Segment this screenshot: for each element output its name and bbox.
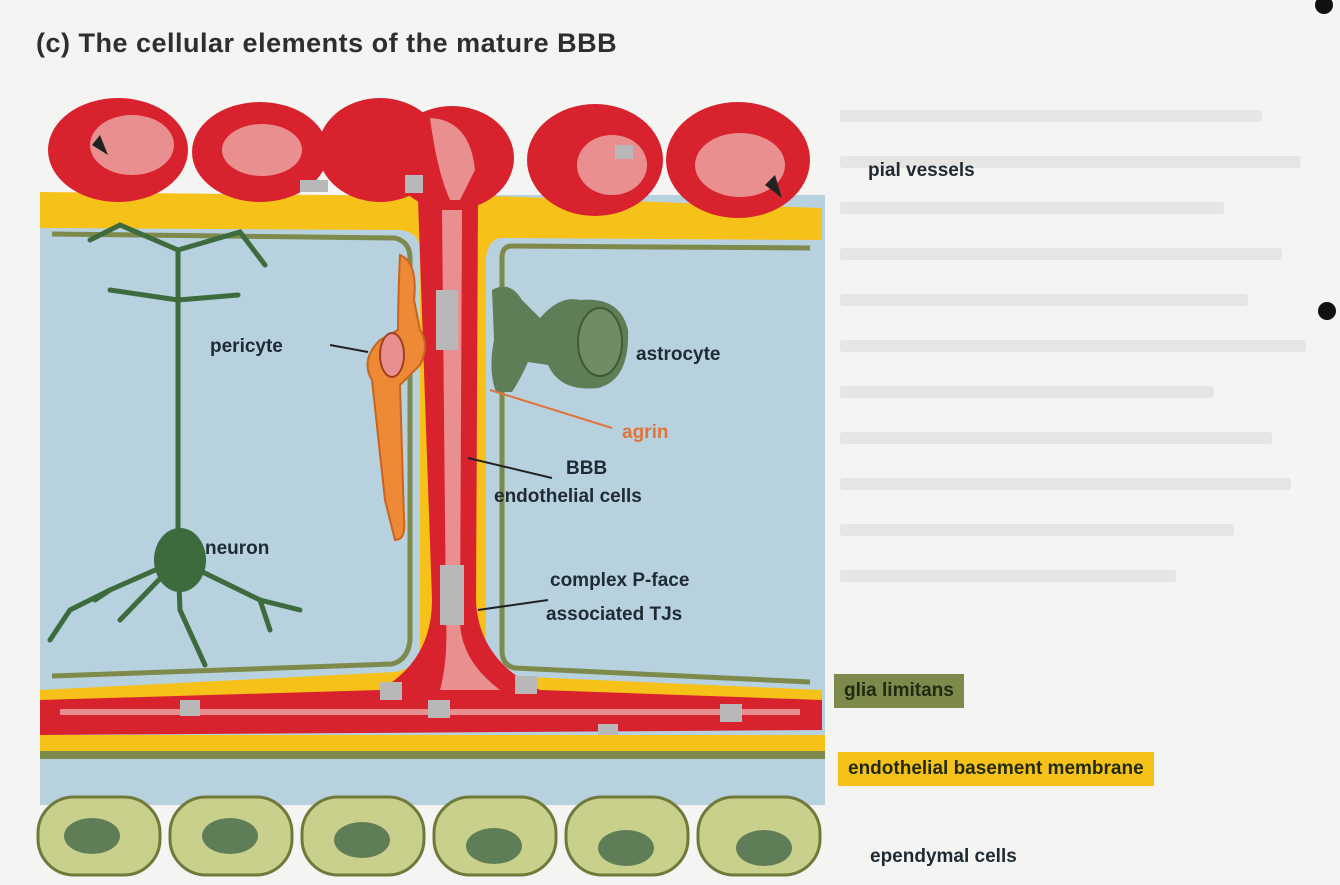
label-ependymal-cells: ependymal cells bbox=[870, 846, 1017, 868]
label-neuron: neuron bbox=[205, 538, 269, 560]
astrocyte-nucleus bbox=[578, 308, 622, 376]
legend-endothelial-basement-membrane: endothelial basement membrane bbox=[838, 752, 1154, 786]
legend-glia-limitans: glia limitans bbox=[834, 674, 964, 708]
ependymal-cells bbox=[38, 797, 820, 875]
label-tj-line1: complex P-face bbox=[550, 570, 689, 592]
neuron-soma bbox=[154, 528, 206, 592]
bottom-membrane-yellow bbox=[40, 735, 825, 751]
label-agrin: agrin bbox=[622, 422, 668, 444]
label-bbb-line2: endothelial cells bbox=[494, 486, 642, 508]
label-pial-vessels: pial vessels bbox=[868, 160, 975, 182]
label-tj-line2: associated TJs bbox=[546, 604, 682, 626]
label-bbb-line1: BBB bbox=[566, 458, 607, 480]
label-pericyte: pericyte bbox=[210, 336, 283, 358]
bottom-glia-limitans bbox=[40, 751, 825, 759]
pericyte-nucleus bbox=[380, 333, 404, 377]
bottom-tissue bbox=[40, 759, 825, 795]
left-tissue-block bbox=[52, 232, 410, 676]
label-astrocyte: astrocyte bbox=[636, 344, 721, 366]
